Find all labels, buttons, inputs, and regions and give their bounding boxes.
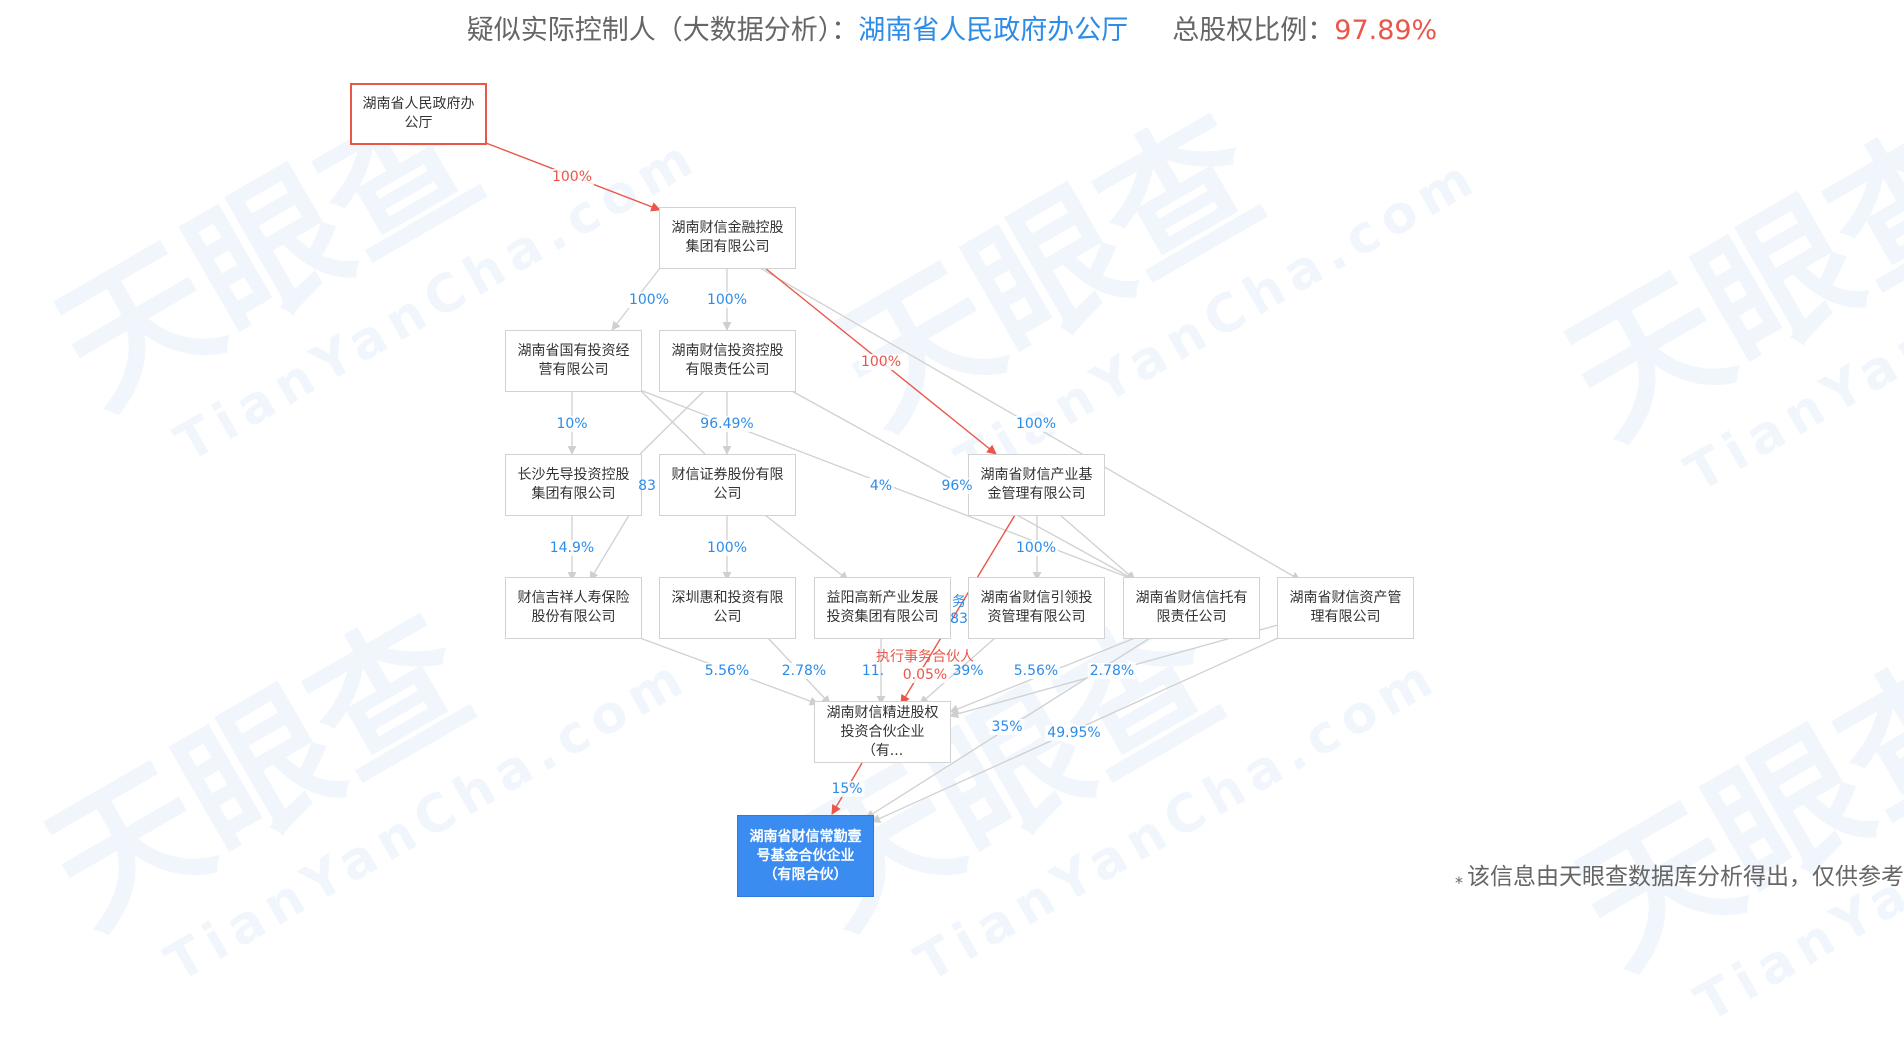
node-jixiang-life[interactable]: 财信吉祥人寿保险股份有限公司 [505, 577, 642, 639]
edge-label: 100% [549, 169, 595, 185]
edge-label: 100% [1013, 416, 1059, 432]
edge-label: 100% [858, 354, 904, 370]
edge-label: 5.56% [1011, 663, 1061, 679]
node-caixin-asset-mgmt[interactable]: 湖南省财信资产管理有限公司 [1277, 577, 1414, 639]
controller-name-link[interactable]: 湖南省人民政府办公厅 [858, 15, 1129, 46]
edge-label: 83 [950, 611, 968, 627]
node-shenzhen-huihe[interactable]: 深圳惠和投资有限公司 [659, 577, 796, 639]
edge-label: 5.56% [702, 663, 752, 679]
edge-label: 务 [952, 594, 966, 610]
node-state-assets[interactable]: 湖南省国有投资经营有限公司 [505, 330, 642, 392]
node-root-controller[interactable]: 湖南省人民政府办公厅 [350, 83, 487, 145]
edge-label: 15% [829, 781, 865, 797]
edge-label: 96.49% [698, 416, 756, 432]
edge-fund-trust [1059, 514, 1136, 581]
node-caixin-securities[interactable]: 财信证券股份有限公司 [659, 454, 796, 516]
node-caixin-yinling[interactable]: 湖南省财信引领投资管理有限公司 [968, 577, 1105, 639]
disclaimer: *该信息由天眼查数据库分析得出，仅供参考 [1455, 857, 1904, 892]
controller-prefix: 疑似实际控制人（大数据分析）： [466, 15, 859, 46]
node-caixin-financial[interactable]: 湖南财信金融控股集团有限公司 [659, 207, 796, 269]
edge-label: 83 [638, 478, 656, 494]
edge-label: 0.05% [900, 667, 950, 683]
edge-label: 100% [704, 292, 750, 308]
partner-role-label: 执行事务合伙人 [876, 649, 974, 665]
edge-label: 96% [939, 478, 975, 494]
ratio-value: 97.89% [1334, 15, 1438, 46]
edge-layer [485, 142, 1301, 823]
edge-label: 35% [989, 719, 1025, 735]
disclaimer-star: * [1455, 873, 1463, 892]
node-jingjin-partnership[interactable]: 湖南财信精进股权投资合伙企业（有... [814, 701, 951, 763]
edge-yinling-jingjin [919, 637, 996, 705]
edge-label: 100% [1013, 540, 1059, 556]
node-changsha-xiandao[interactable]: 长沙先导投资控股集团有限公司 [505, 454, 642, 516]
edge-label: 11. [861, 663, 885, 679]
edge-label: 2.78% [1087, 663, 1137, 679]
edge-sec-yiyang [764, 514, 849, 581]
edge-inv-jixiang [639, 389, 706, 455]
node-target-fund[interactable]: 湖南省财信常勤壹号基金合伙企业（有限合伙） [737, 815, 874, 897]
edge-label: 49.95% [1045, 725, 1103, 741]
node-yiyang-hitech[interactable]: 益阳高新产业发展投资集团有限公司 [814, 577, 951, 639]
node-caixin-trust[interactable]: 湖南省财信信托有限责任公司 [1123, 577, 1260, 639]
edge-label: 10% [554, 416, 590, 432]
disclaimer-text: 该信息由天眼查数据库分析得出，仅供参考 [1467, 864, 1904, 890]
node-industry-fund[interactable]: 湖南省财信产业基金管理有限公司 [968, 454, 1105, 516]
edge-label: 2.78% [779, 663, 829, 679]
edge-label: 14.9% [547, 540, 597, 556]
edge-label: 39% [952, 663, 984, 679]
edge-label: 4% [867, 478, 895, 494]
edge-label: 100% [704, 540, 750, 556]
edge-label: 100% [626, 292, 672, 308]
ratio-label: 总股权比例： [1172, 15, 1335, 46]
controller-summary: 疑似实际控制人（大数据分析）：湖南省人民政府办公厅 总股权比例：97.89% [0, 8, 1904, 47]
node-caixin-investment[interactable]: 湖南财信投资控股有限责任公司 [659, 330, 796, 392]
